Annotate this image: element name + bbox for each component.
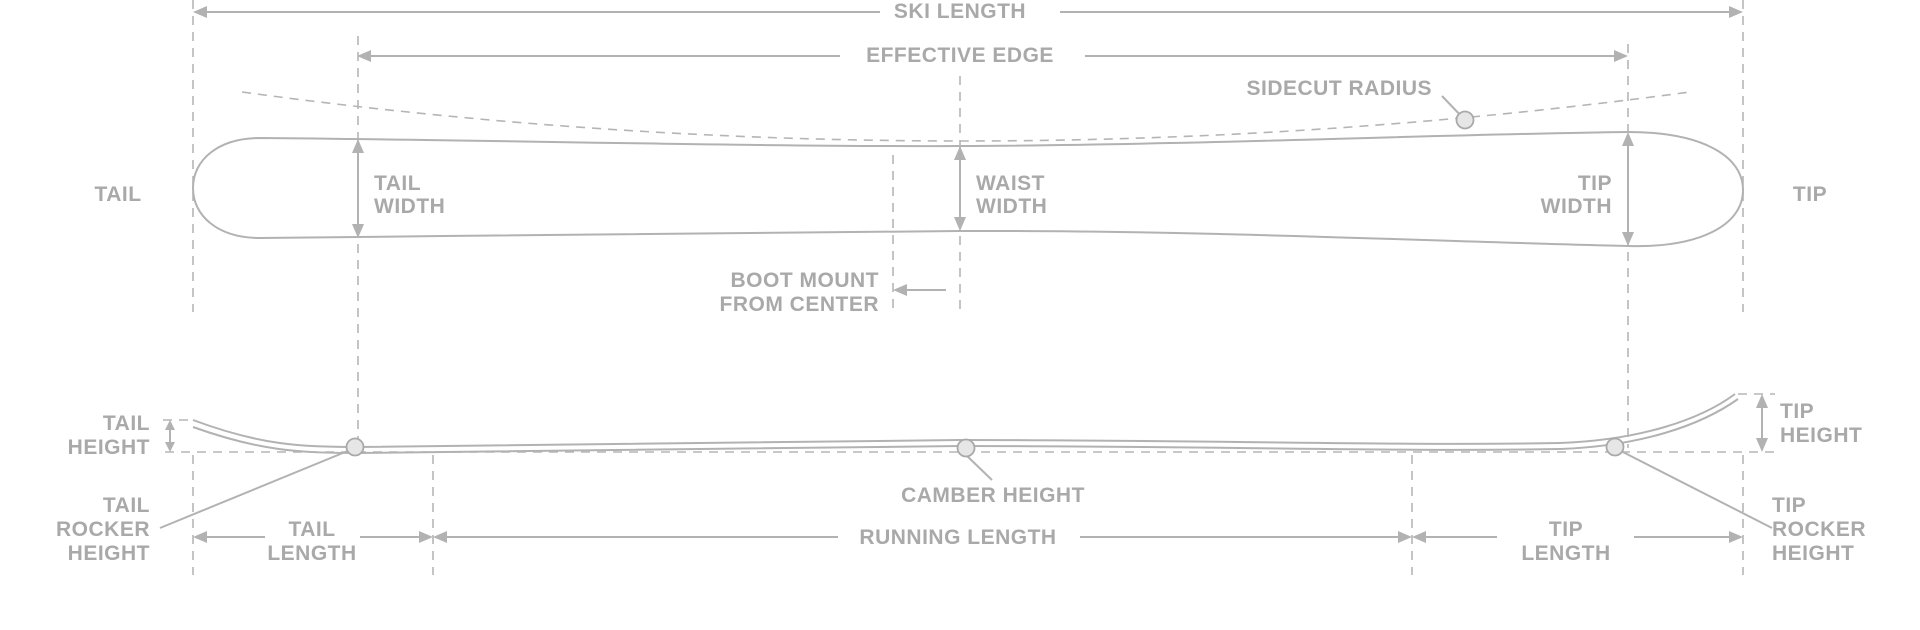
tip-length-dimension xyxy=(1412,531,1743,543)
effective-edge-dimension xyxy=(357,50,1628,62)
tail-height-dimension xyxy=(165,420,175,452)
tip-rocker-label-line2: ROCKER xyxy=(1772,518,1866,541)
tip-length-label-line1: TIP xyxy=(1549,518,1583,541)
running-length-label: RUNNING LENGTH xyxy=(859,526,1056,549)
tail-length-label-line1: TAIL xyxy=(288,518,335,541)
tip-width-label-line1: TIP xyxy=(1578,172,1612,195)
camber-height-label: CAMBER HEIGHT xyxy=(901,484,1085,507)
tail-length-label-line2: LENGTH xyxy=(267,542,356,565)
ski-top-outline xyxy=(191,130,1745,248)
waist-width-dimension xyxy=(954,146,966,231)
tail-height-label-line2: HEIGHT xyxy=(68,436,150,459)
tip-label: TIP xyxy=(1793,183,1827,206)
ski-length-dimension xyxy=(193,6,1743,18)
tail-width-dimension xyxy=(352,139,364,238)
tip-length-label-line2: LENGTH xyxy=(1521,542,1610,565)
vertical-guides xyxy=(192,0,1744,448)
tip-height-label-line1: TIP xyxy=(1780,400,1814,423)
tip-rocker-label-line1: TIP xyxy=(1772,494,1806,517)
tip-rocker-label-line3: HEIGHT xyxy=(1772,542,1854,565)
tip-width-label-line2: WIDTH xyxy=(1541,195,1612,218)
running-length-guides xyxy=(192,455,1744,575)
tail-width-label-line2: WIDTH xyxy=(374,195,445,218)
tip-height-dimension xyxy=(1756,394,1768,452)
tip-height-label-line2: HEIGHT xyxy=(1780,424,1862,447)
boot-mount-label-line1: BOOT MOUNT xyxy=(731,269,879,292)
tail-label: TAIL xyxy=(94,183,141,206)
sidecut-radius-marker xyxy=(1455,110,1475,130)
waist-width-label-line2: WIDTH xyxy=(976,195,1047,218)
tip-width-dimension xyxy=(1622,132,1634,246)
waist-width-label-line1: WAIST xyxy=(976,172,1045,195)
tail-rocker-marker xyxy=(345,437,365,457)
tail-length-dimension xyxy=(193,531,433,543)
tail-rocker-label-line3: HEIGHT xyxy=(68,542,150,565)
sidecut-radius-label: SIDECUT RADIUS xyxy=(1246,77,1432,100)
tip-rocker-marker xyxy=(1605,437,1625,457)
tail-rocker-label-line2: ROCKER xyxy=(56,518,150,541)
boot-mount-label-line2: FROM CENTER xyxy=(720,293,880,316)
tail-rocker-leader xyxy=(159,447,356,529)
ski-length-label: SKI LENGTH xyxy=(894,0,1026,23)
tail-width-label-line1: TAIL xyxy=(374,172,421,195)
effective-edge-label: EFFECTIVE EDGE xyxy=(866,44,1054,67)
tip-rocker-leader xyxy=(1614,447,1773,529)
boot-mount-dimension xyxy=(893,284,946,296)
tail-rocker-label-line1: TAIL xyxy=(103,494,150,517)
camber-height-marker xyxy=(956,438,976,458)
running-length-dimension xyxy=(433,531,1412,543)
camber-height-leader xyxy=(965,454,993,481)
tail-height-label-line1: TAIL xyxy=(103,412,150,435)
